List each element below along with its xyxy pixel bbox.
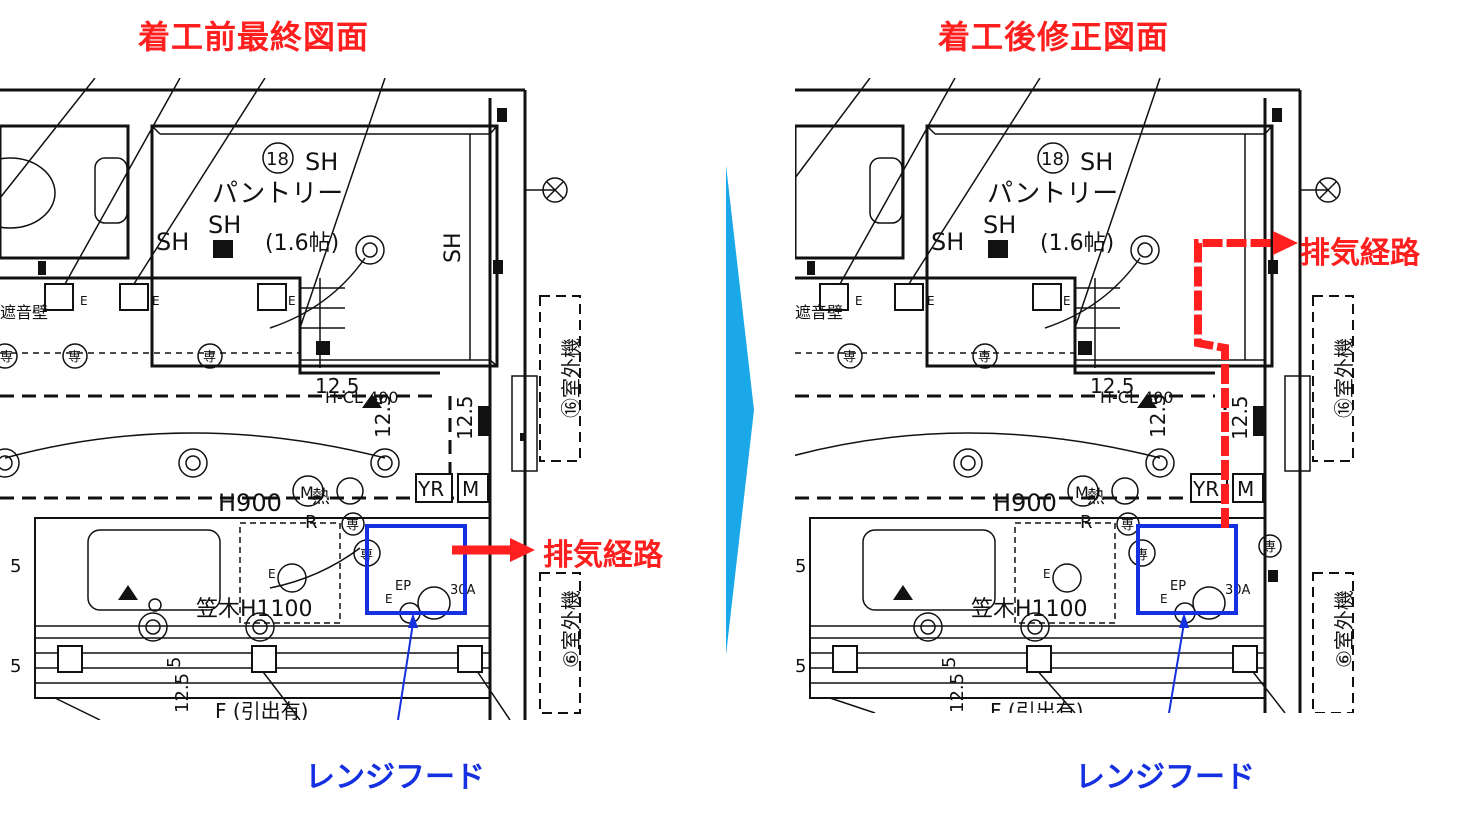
e-label-after-3: E	[927, 294, 935, 308]
senyo-2: 専	[68, 350, 81, 365]
dim-5-after-b: 5	[795, 656, 806, 677]
e-label-after-1: E	[1043, 567, 1051, 581]
soundproof-wall-label-after: 遮音壁	[795, 303, 843, 322]
e-label-2: E	[80, 294, 88, 308]
dim-5-c: 5	[164, 657, 185, 668]
range-hood-box	[365, 524, 467, 615]
m-label-after: M	[1237, 477, 1254, 501]
e-label-3: E	[152, 294, 160, 308]
dim-5-after-a: 5	[795, 556, 806, 577]
ep-label: EP	[395, 579, 411, 594]
pantry-sh-4: SH	[441, 232, 466, 263]
range-hood-caption-before: レンジフード	[305, 760, 485, 795]
dim-12-5-a: 12.5	[315, 374, 360, 398]
range-hood-box-after	[1136, 524, 1238, 615]
soundproof-wall-label: 遮音壁	[0, 303, 48, 322]
range-hood-leader-after	[1168, 622, 1185, 713]
dim-5-b: 5	[10, 656, 21, 677]
e-label-after-5: E	[1160, 592, 1168, 606]
circle-18-label: 18	[266, 149, 289, 170]
pantry-sh-after-2: SH	[983, 211, 1016, 239]
dim-12-5-b: 12.5	[371, 393, 395, 438]
yr-label-after: YR	[1192, 477, 1219, 501]
senyo-3: 専	[203, 350, 216, 365]
r-label: R	[305, 512, 318, 533]
senyo-after-3: 専	[1121, 518, 1134, 533]
a30-label: 30A	[450, 583, 476, 598]
outdoor-6-label: ⑥室外機	[559, 590, 583, 668]
dim-12-5-d: 12.5	[172, 673, 193, 713]
e-label-after-2: E	[855, 294, 863, 308]
f-hikide-label-after: F (引出有)	[990, 699, 1083, 713]
heat-label-after: 熱	[1087, 487, 1105, 508]
exhaust-route-arrow-head	[1273, 231, 1298, 255]
dim-12-5-c: 12.5	[453, 395, 477, 440]
exhaust-route-path	[1194, 239, 1275, 528]
h900-label: H900	[218, 489, 282, 517]
pantry-sh-3: SH	[156, 228, 189, 256]
ep-label-after: EP	[1170, 579, 1186, 594]
h900-label-after: H900	[993, 489, 1057, 517]
outdoor-16-label: ⑯室外機	[559, 338, 583, 418]
dim-12-5-after-d: 12.5	[947, 673, 968, 713]
r-label-after: R	[1080, 512, 1093, 533]
hcl-label-after: H-CL 400	[1100, 388, 1174, 407]
e-label-1: E	[268, 567, 276, 581]
pantry-label-after: パントリー	[987, 179, 1118, 209]
dim-12-5-after-c: 12.5	[1228, 395, 1252, 440]
m-label: M	[462, 477, 479, 501]
outdoor-16-label-after: ⑯室外機	[1332, 338, 1356, 418]
after-title: 着工後修正図面	[938, 18, 1170, 56]
heat-m-label-after: M	[1075, 483, 1089, 502]
yr-label: YR	[417, 477, 444, 501]
senyo-1: 専	[0, 350, 13, 365]
heat-m-label: M	[300, 483, 314, 502]
dim-12-5-after-b: 12.5	[1146, 393, 1170, 438]
senyo-after-5: 専	[1263, 540, 1276, 555]
pantry-sh-after: SH	[1080, 148, 1113, 176]
senyo-after-1: 専	[843, 350, 856, 365]
after-floor-plan: パントリー (1.6帖) SH SH SH 18 遮音壁 H900 12.5 1…	[795, 78, 1375, 713]
heat-label: 熱	[312, 487, 330, 508]
pantry-sh-2: SH	[208, 211, 241, 239]
outdoor-6-label-after: ⑥室外機	[1332, 590, 1356, 668]
circle-18-label-after: 18	[1041, 149, 1064, 170]
e-label-4: E	[288, 294, 296, 308]
exhaust-arrow-head	[510, 538, 535, 562]
pantry-size-after: (1.6帖)	[1040, 231, 1114, 256]
before-floor-plan: パントリー (1.6帖) SH SH SH SH 18 遮音壁 H900 12.…	[0, 78, 590, 720]
range-hood-leader	[397, 622, 414, 720]
dim-12-5-after-a: 12.5	[1090, 374, 1135, 398]
pantry-sh: SH	[305, 148, 338, 176]
pantry-size: (1.6帖)	[265, 231, 339, 256]
dim-5-after-c: 5	[939, 657, 960, 668]
kasagi-label: 笠木H1100	[196, 597, 313, 622]
hcl-label: H-CL 400	[325, 388, 399, 407]
senyo-after-2: 専	[978, 350, 991, 365]
before-title: 着工前最終図面	[138, 18, 370, 56]
e-label-after-4: E	[1063, 294, 1071, 308]
senyo-4: 専	[346, 518, 359, 533]
exhaust-route-label-before: 排気経路	[543, 538, 663, 573]
dim-5-a: 5	[10, 556, 21, 577]
e-label-5: E	[385, 592, 393, 606]
pantry-label: パントリー	[212, 179, 343, 209]
f-hikide-label: F (引出有)	[215, 699, 308, 720]
range-hood-caption-after: レンジフード	[1075, 760, 1255, 795]
kasagi-label-after: 笠木H1100	[971, 597, 1088, 622]
exhaust-route-label-after: 排気経路	[1300, 236, 1420, 271]
transition-arrow	[726, 165, 754, 655]
pantry-sh-after-3: SH	[931, 228, 964, 256]
